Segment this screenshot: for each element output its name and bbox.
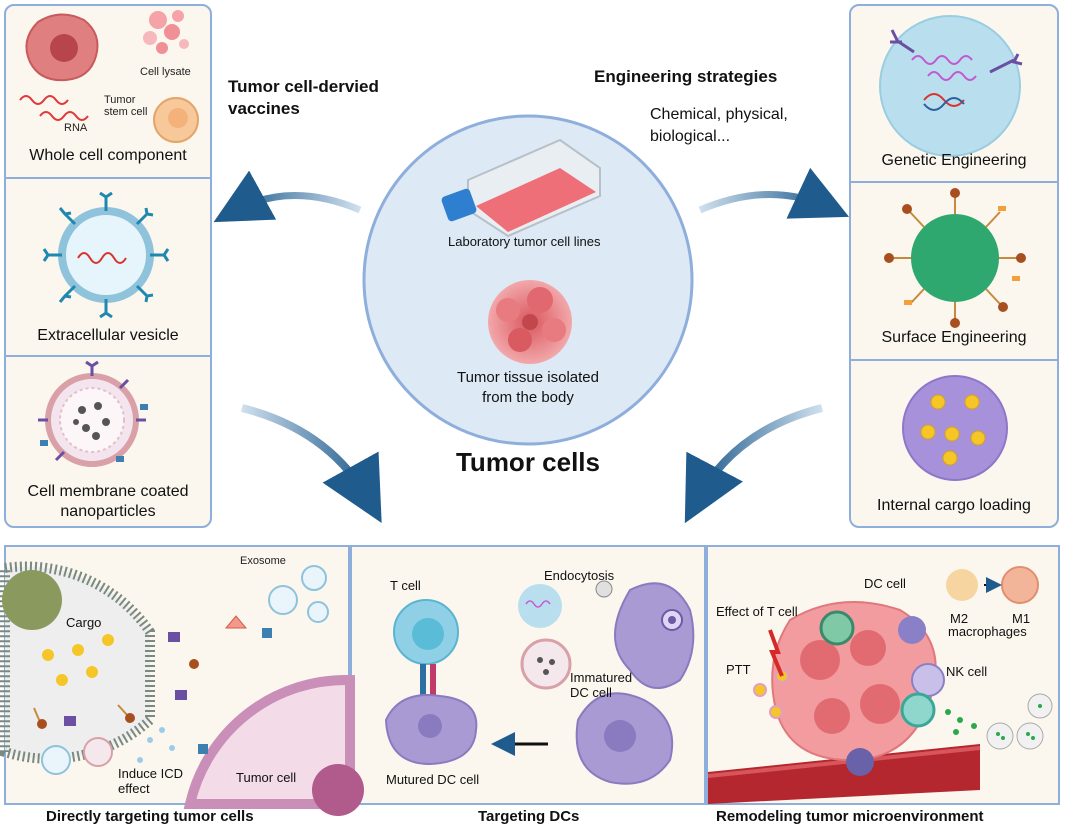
label-whole-cell: Whole cell component [29,147,187,164]
label-endocytosis: Endocytosis [544,568,615,583]
targeting-dcs-graphics [384,580,695,785]
title-tumor-cells: Tumor cells [455,447,600,477]
cell-lysate-icon [143,10,189,54]
label-macrophages: macrophages [948,624,1027,639]
label-exosome: Exosome [240,555,286,567]
extracellular-vesicle-icon [42,191,170,319]
label-t-cell: T cell [390,578,421,593]
heading-engineering-strategies: Engineering strategies [594,67,778,86]
caption-direct-targeting: Directly targeting tumor cells [46,808,254,825]
membrane-coated-nanoparticle-icon [38,360,148,467]
label-extracellular-vesicle: Extracellular vesicle [37,327,179,344]
internal-cargo-icon [902,375,1008,481]
heading-vaccines: Tumor cell-dervied vaccines [228,77,379,118]
surface-engineering-icon [884,188,1026,328]
arrow-to-engineering [698,167,850,219]
arrow-left-to-bottom [241,404,382,523]
rna-icon [19,95,89,121]
engineering-subtitle: Chemical, physical, biological... [650,106,788,145]
culture-flask-icon [441,138,601,238]
label-tumor-cell-bottom: Tumor cell [236,770,297,785]
label-cargo: Cargo [66,615,102,630]
label-dc-cell: DC cell [864,576,906,591]
caption-remodeling: Remodeling tumor microenvironment [716,808,984,825]
tumor-stem-cell-icon [153,97,199,143]
genetic-engineering-icon [879,15,1023,157]
label-cell-lysate: Cell lysate [140,66,191,78]
label-immatured-dc: Immatured DC cell [570,670,633,700]
arrow-right-to-bottom [684,404,823,524]
label-lab-cell-lines: Laboratory tumor cell lines [448,234,601,249]
label-mutured-dc: Mutured DC cell [386,772,480,787]
label-membrane-coated: Cell membrane coated nanoparticles [27,483,189,520]
tumor-cell-icon [25,13,99,82]
label-surface-engineering: Surface Engineering [881,329,1027,346]
label-rna: RNA [64,122,88,134]
tumor-tissue-icon [488,280,572,364]
label-nk-cell: NK cell [946,664,988,679]
remodeling-graphics [707,566,1053,804]
arrow-to-vaccines [213,170,362,223]
label-induce-icd: Induce ICD effect [118,766,184,796]
label-internal-cargo: Internal cargo loading [877,497,1031,514]
label-tumor-tissue: Tumor tissue isolated from the body [456,369,599,406]
label-ptt: PTT [726,662,751,677]
label-effect-t-cell: Effect of T cell [716,604,798,619]
label-m2: M2 [950,611,969,626]
direct-targeting-graphics [0,561,364,816]
label-genetic-engineering: Genetic Engineering [881,152,1027,169]
caption-targeting-dcs: Targeting DCs [478,808,580,825]
label-m1: M1 [1012,611,1031,626]
label-tumor-stem-cell: Tumor stem cell [104,94,148,118]
